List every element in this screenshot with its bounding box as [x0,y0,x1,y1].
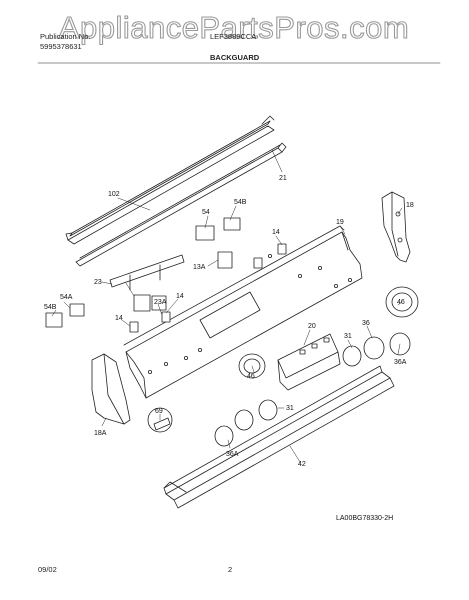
footer-page: 2 [228,565,233,574]
label-36a-left: 36A [226,451,239,458]
label-69: 69 [155,408,163,415]
label-19: 19 [336,219,344,226]
label-54: 54 [202,209,210,216]
publication-number: 5995378631 [40,42,82,51]
label-14-top: 14 [272,229,280,236]
part-labels: 102 21 54B 54 14 19 18 13A 23 23A 14 54A… [44,175,414,522]
label-54a: 54A [60,294,73,301]
label-21: 21 [279,175,287,182]
label-102: 102 [108,191,120,198]
label-14-mid: 14 [176,293,184,300]
part-18-end-bracket [381,191,411,263]
part-102-top-trim [65,115,275,245]
label-42: 42 [298,461,306,468]
label-36: 36 [362,320,370,327]
label-46-center: 46 [247,373,255,380]
part-21-trim [75,142,287,267]
model-number: LEF3889CCA [210,32,257,41]
label-14-left: 14 [115,315,123,322]
label-23: 23 [94,279,102,286]
label-31-right: 31 [344,333,352,340]
label-54b: 54B [234,199,247,206]
label-23a: 23A [154,299,167,306]
diagram-code: LA00BG78330-2H [336,515,393,522]
label-18a: 18A [94,430,107,437]
watermark-text: AppliancePartsPros.com [59,10,409,45]
switches-group [45,217,287,333]
leader-lines [51,149,403,463]
section-title: BACKGUARD [210,53,260,62]
part-42-lower-trim [163,365,395,509]
label-13a-right: 13A [193,264,206,271]
label-18: 18 [406,202,414,209]
part-18a-end-bracket [91,353,131,425]
label-31-center: 31 [286,405,294,412]
part-20-clock-module [277,333,341,391]
label-20: 20 [308,323,316,330]
footer-date: 09/02 [38,565,57,574]
label-46-right: 46 [397,299,405,306]
publication-label: Publication No. [40,32,91,41]
part-23-bracket [109,254,185,291]
label-36a-right: 36A [394,359,407,366]
watermark: AppliancePartsPros.com [58,9,409,45]
label-54b-left: 54B [44,304,57,311]
knobs-group [214,286,419,447]
